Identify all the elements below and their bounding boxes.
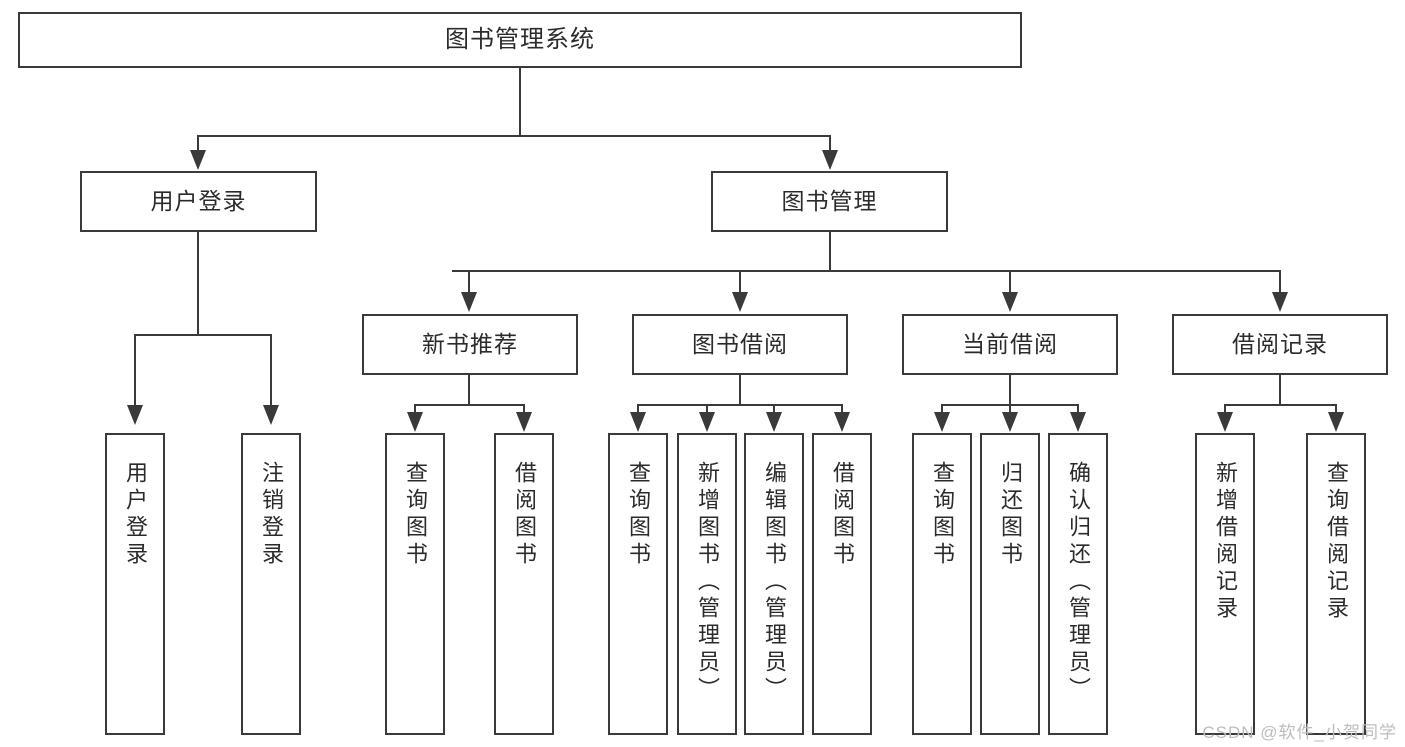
connector-current-borrow-stem	[1009, 375, 1011, 405]
leaf-bb-query-book[interactable]: 查询图书	[608, 433, 668, 735]
arrow-current-borrow	[1002, 292, 1018, 312]
leaf-bb-edit-book-admin[interactable]: 编辑图书（管理员）	[744, 433, 804, 735]
connector-borrow-record-stem	[1279, 375, 1281, 405]
connector-drop-cb-2	[1009, 404, 1011, 418]
arrow-cb-leaf-3	[1070, 412, 1086, 432]
connector-drop-borrow-record	[1279, 270, 1281, 294]
leaf-label: 查询图书	[403, 461, 428, 569]
leaf-label: 编辑图书（管理员）	[762, 461, 787, 704]
connector-drop-leaf-user-login-1	[134, 334, 136, 410]
leaf-nb-query-book[interactable]: 查询图书	[385, 433, 445, 735]
connector-drop-book-borrow	[739, 270, 741, 294]
leaf-cb-query-book[interactable]: 查询图书	[912, 433, 972, 735]
node-book-management[interactable]: 图书管理	[711, 171, 948, 232]
connector-new-book-stem	[468, 375, 470, 405]
leaf-cb-return-book[interactable]: 归还图书	[980, 433, 1040, 735]
arrow-leaf-user-login-2	[263, 405, 279, 425]
arrow-nb-leaf-2	[516, 412, 532, 432]
connector-user-login-stem	[197, 232, 199, 335]
leaf-bb-borrow-book[interactable]: 借阅图书	[812, 433, 872, 735]
arrow-book-borrow	[732, 292, 748, 312]
connector-drop-cb-3	[1077, 404, 1079, 418]
leaf-user-login[interactable]: 用户登录	[105, 433, 165, 735]
leaf-label: 查询图书	[626, 461, 651, 569]
connector-drop-book-management	[829, 135, 831, 156]
node-label: 图书管理	[781, 188, 878, 214]
arrow-user-login	[190, 150, 206, 170]
leaf-label: 查询借阅记录	[1324, 461, 1349, 623]
arrow-new-book-recommend	[461, 292, 477, 312]
node-borrow-record[interactable]: 借阅记录	[1172, 314, 1388, 375]
connector-drop-bb-1	[637, 404, 639, 418]
arrow-bb-leaf-2	[699, 412, 715, 432]
arrow-cb-leaf-2	[1002, 412, 1018, 432]
leaf-label: 借阅图书	[512, 461, 537, 569]
arrow-bb-leaf-4	[834, 412, 850, 432]
node-label: 用户登录	[150, 188, 247, 214]
node-user-login[interactable]: 用户登录	[80, 171, 317, 232]
leaf-br-add-record[interactable]: 新增借阅记录	[1195, 433, 1255, 735]
leaf-label: 借阅图书	[830, 461, 855, 569]
leaf-cb-confirm-return-admin[interactable]: 确认归还（管理员）	[1048, 433, 1108, 735]
leaf-label: 新增借阅记录	[1213, 461, 1238, 623]
node-root-book-management-system[interactable]: 图书管理系统	[18, 12, 1022, 68]
node-current-borrow[interactable]: 当前借阅	[902, 314, 1118, 375]
connector-drop-leaf-user-login-2	[270, 334, 272, 410]
connector-drop-new-book	[468, 270, 470, 294]
leaf-label: 查询图书	[930, 461, 955, 569]
connector-book-management-stem	[829, 232, 831, 272]
connector-root-stem	[519, 68, 521, 136]
arrow-bb-leaf-1	[630, 412, 646, 432]
node-label: 图书管理系统	[445, 26, 595, 53]
arrow-cb-leaf-1	[934, 412, 950, 432]
arrow-borrow-record	[1272, 292, 1288, 312]
connector-drop-nb-1	[414, 404, 416, 418]
connector-drop-br-1	[1224, 404, 1226, 418]
connector-new-book-bus	[414, 404, 524, 406]
connector-drop-current-borrow	[1009, 270, 1011, 294]
connector-drop-br-2	[1335, 404, 1337, 418]
arrow-br-leaf-1	[1217, 412, 1233, 432]
connector-level2-bus	[197, 135, 831, 137]
connector-drop-bb-2	[706, 404, 708, 418]
node-label: 当前借阅	[962, 331, 1058, 357]
arrow-bb-leaf-3	[766, 412, 782, 432]
leaf-bb-add-book-admin[interactable]: 新增图书（管理员）	[677, 433, 737, 735]
leaf-nb-borrow-book[interactable]: 借阅图书	[494, 433, 554, 735]
node-new-book-recommend[interactable]: 新书推荐	[362, 314, 578, 375]
connector-level3-bus	[452, 270, 1281, 272]
arrow-leaf-user-login-1	[127, 405, 143, 425]
leaf-label: 新增图书（管理员）	[695, 461, 720, 704]
connector-book-borrow-stem	[739, 375, 741, 405]
connector-drop-user-login	[197, 135, 199, 156]
connector-drop-bb-3	[773, 404, 775, 418]
connector-drop-nb-2	[523, 404, 525, 418]
leaf-logout[interactable]: 注销登录	[241, 433, 301, 735]
connector-user-login-bus	[134, 334, 270, 336]
connector-drop-bb-4	[841, 404, 843, 418]
arrow-book-management	[822, 150, 838, 170]
leaf-label: 确认归还（管理员）	[1066, 461, 1091, 704]
leaf-label: 用户登录	[123, 461, 148, 569]
arrow-br-leaf-2	[1328, 412, 1344, 432]
node-label: 借阅记录	[1232, 331, 1328, 357]
leaf-br-query-record[interactable]: 查询借阅记录	[1306, 433, 1366, 735]
node-label: 图书借阅	[692, 331, 788, 357]
node-label: 新书推荐	[422, 331, 518, 357]
leaf-label: 归还图书	[998, 461, 1023, 569]
connector-drop-cb-1	[941, 404, 943, 418]
connector-book-borrow-bus	[637, 404, 842, 406]
arrow-nb-leaf-1	[407, 412, 423, 432]
connector-borrow-record-bus	[1224, 404, 1336, 406]
leaf-label: 注销登录	[259, 461, 284, 569]
node-book-borrow[interactable]: 图书借阅	[632, 314, 848, 375]
